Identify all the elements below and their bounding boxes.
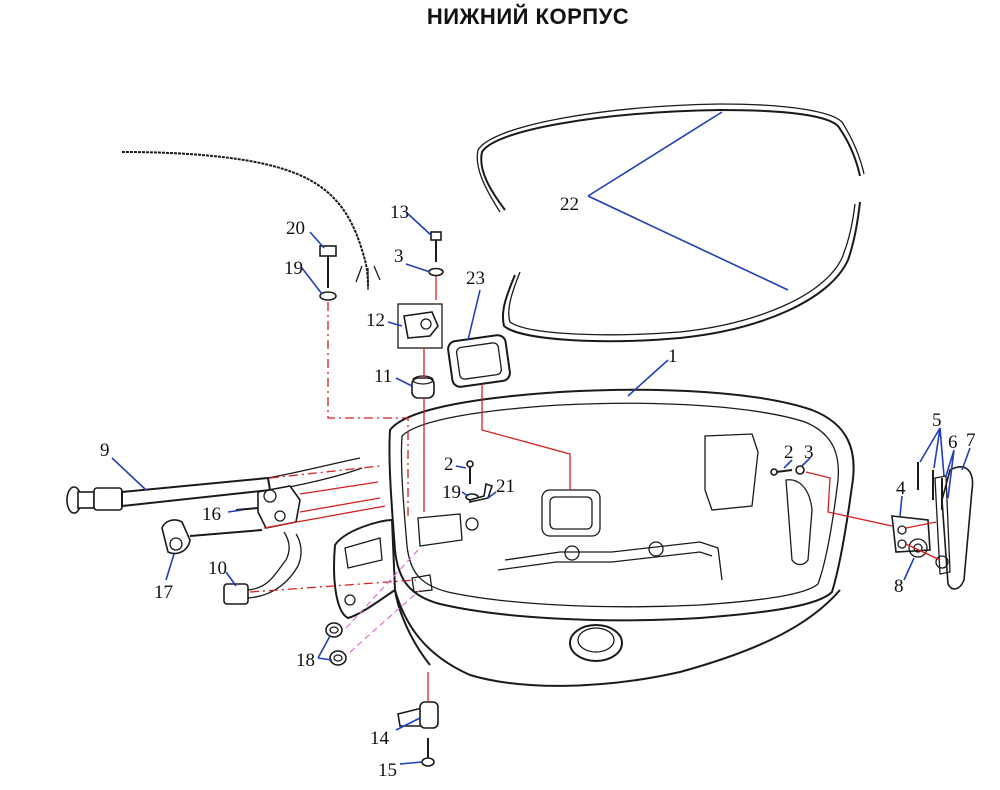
label-2-right: 2 — [784, 442, 794, 463]
choke-cable-9 — [66, 457, 363, 514]
grommet-11 — [411, 375, 435, 399]
label-2-left: 2 — [444, 454, 454, 475]
clip-21 — [469, 482, 494, 503]
bracket-12 — [397, 303, 443, 349]
label-3-right: 3 — [804, 442, 814, 463]
label-5: 5 — [932, 410, 942, 431]
label-4: 4 — [896, 478, 906, 499]
screw-2-right — [770, 468, 793, 476]
washer-3-top — [428, 267, 444, 277]
screw-2-left — [466, 460, 474, 484]
page-title: НИЖНИЙ КОРПУС — [426, 4, 630, 29]
label-6: 6 — [948, 432, 958, 453]
label-16: 16 — [202, 504, 221, 525]
label-1: 1 — [668, 346, 678, 367]
label-3-top: 3 — [394, 246, 404, 267]
gasket-23 — [447, 334, 601, 537]
lower-housing-1 — [333, 388, 855, 687]
fuel-fitting-17 — [161, 519, 263, 555]
label-19-top: 19 — [284, 258, 303, 279]
washer-3-right — [795, 465, 805, 475]
label-19-mid: 19 — [442, 482, 461, 503]
label-21: 21 — [496, 476, 515, 497]
label-17: 17 — [154, 582, 173, 603]
part-labels: 22 1 23 13 20 19 3 12 11 9 16 17 10 18 1… — [100, 194, 976, 781]
wire-cable — [121, 151, 369, 287]
label-22: 22 — [560, 194, 579, 215]
label-18: 18 — [296, 650, 315, 671]
bolt-13 — [430, 231, 442, 262]
label-12: 12 — [366, 310, 385, 331]
harness-plug-10 — [223, 531, 302, 605]
label-20: 20 — [286, 218, 305, 239]
label-10: 10 — [208, 558, 227, 579]
screw-15 — [421, 738, 435, 767]
label-7: 7 — [966, 430, 976, 451]
lever-14 — [397, 701, 439, 729]
label-14: 14 — [370, 728, 390, 749]
label-15: 15 — [378, 760, 397, 781]
grommets-18 — [325, 622, 347, 666]
assembly-lines — [249, 276, 941, 702]
leader-lines — [111, 111, 971, 765]
label-9: 9 — [100, 440, 110, 461]
bolt-20 — [319, 245, 337, 288]
label-11: 11 — [374, 366, 392, 387]
cable-fork — [355, 265, 381, 290]
label-23: 23 — [466, 268, 485, 289]
washer-19-top — [319, 291, 337, 301]
seal-ring-22 — [476, 103, 865, 343]
label-13: 13 — [390, 202, 409, 223]
label-8: 8 — [894, 576, 904, 597]
